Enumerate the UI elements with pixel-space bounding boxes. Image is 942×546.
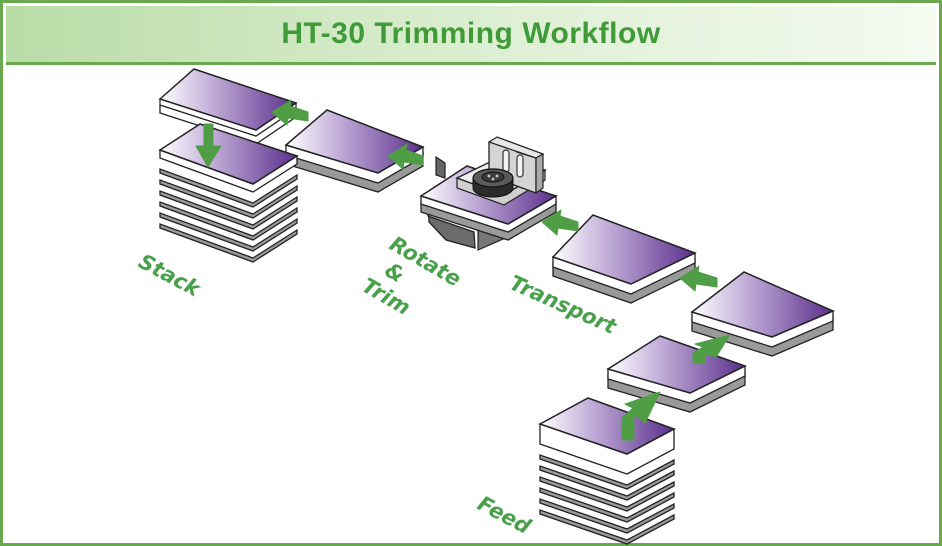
transport-sheet-right xyxy=(690,271,835,357)
transport-sheet-middle xyxy=(551,214,697,304)
label-stack: Stack xyxy=(135,249,206,302)
feed-sheet-upper xyxy=(606,335,747,413)
rotate-trim-unit xyxy=(419,136,558,251)
diagram-title: HT-30 Trimming Workflow xyxy=(281,17,661,50)
arrow-to-stack-sheet-icon xyxy=(271,99,309,126)
label-feed: Feed xyxy=(474,491,536,539)
stack-pile xyxy=(158,123,299,263)
arrow-transport-left-icon xyxy=(679,265,718,292)
title-bar: HT-30 Trimming Workflow xyxy=(6,6,936,65)
arrow-feed-up-icon xyxy=(621,391,661,441)
feed-stack xyxy=(538,397,676,545)
arrow-stack-down-icon xyxy=(195,123,222,168)
label-rotate-trim: Rotate & Trim xyxy=(358,232,465,320)
arrow-trim-to-rotate-sheet-icon xyxy=(387,143,424,170)
arrow-transport-to-trim-icon xyxy=(541,209,579,236)
feed-stack-sheets xyxy=(539,454,675,545)
arrow-feed-to-transport-icon xyxy=(692,334,731,364)
